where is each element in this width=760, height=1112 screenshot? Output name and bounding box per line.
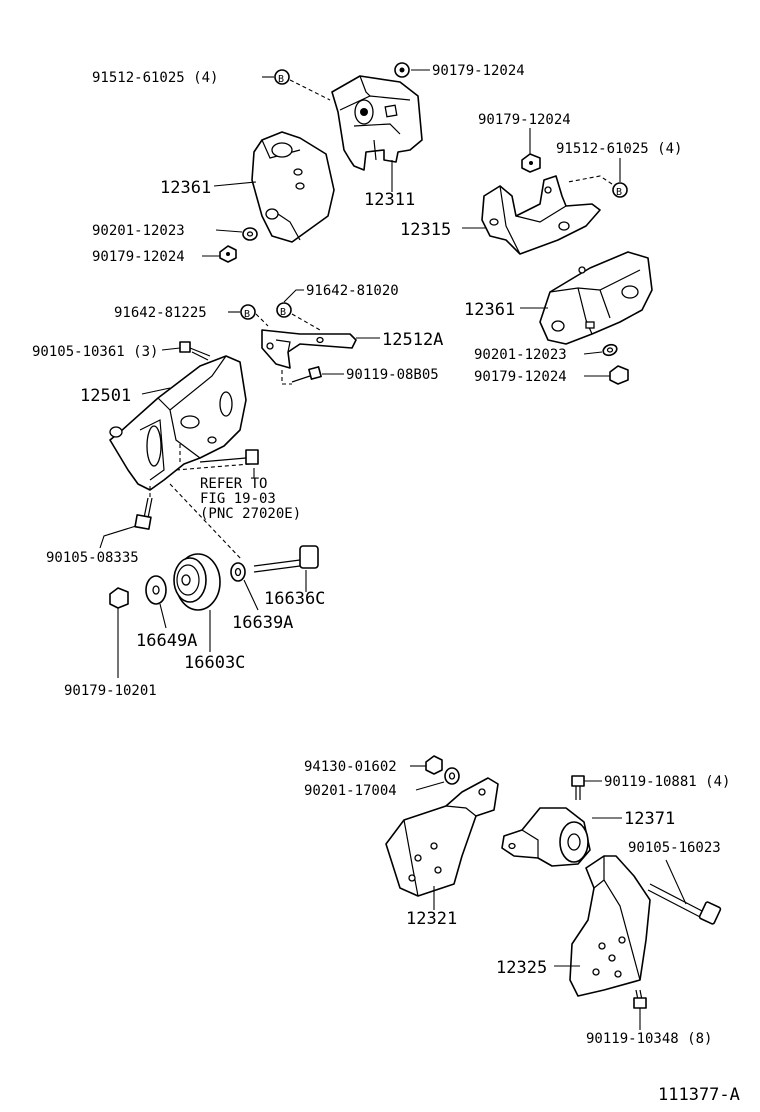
- label-94130-01602: 94130-01602: [304, 759, 397, 775]
- washer-16649a[interactable]: [145, 575, 167, 605]
- label-12371: 12371: [624, 809, 675, 829]
- svg-text:B: B: [280, 307, 286, 318]
- label-91512-61025-a: 91512-61025 (4): [92, 70, 218, 86]
- label-16603c: 16603C: [184, 653, 245, 673]
- insulator-12371[interactable]: [501, 807, 591, 867]
- label-16636c: 16636C: [264, 589, 325, 609]
- label-90179-12024-a: 90179-12024: [432, 63, 525, 79]
- nut-90179-12024-a[interactable]: [394, 62, 410, 78]
- label-12325: 12325: [496, 958, 547, 978]
- collar-16639a[interactable]: [230, 562, 246, 582]
- bolt-90105-08335[interactable]: [134, 497, 153, 530]
- label-16639a: 16639A: [232, 613, 293, 633]
- bolt-90105-16023[interactable]: [647, 883, 722, 925]
- bolt-90119-08b05[interactable]: [291, 366, 322, 383]
- label-90201-12023-a: 90201-12023: [92, 223, 185, 239]
- label-90201-12023-b: 90201-12023: [474, 347, 567, 363]
- svg-text:B: B: [244, 309, 250, 320]
- nut-94130-01602[interactable]: [425, 755, 443, 775]
- callout-marker-b-3: B: [240, 304, 256, 320]
- label-12321: 12321: [406, 909, 457, 929]
- refer-bolt: [199, 449, 259, 465]
- label-91512-61025-b: 91512-61025 (4): [556, 141, 682, 157]
- svg-text:B: B: [278, 74, 284, 85]
- label-90179-12024-d: 90179-12024: [474, 369, 567, 385]
- label-90119-10881: 90119-10881 (4): [604, 774, 730, 790]
- label-90179-12024-b: 90179-12024: [92, 249, 185, 265]
- label-16649a: 16649A: [136, 631, 197, 651]
- pulley-16603c[interactable]: [173, 553, 221, 611]
- label-12501: 12501: [80, 386, 131, 406]
- label-91642-81020: 91642-81020: [306, 283, 399, 299]
- bracket-12315[interactable]: [481, 175, 601, 255]
- label-90105-16023: 90105-16023: [628, 840, 721, 856]
- refer-note-line-2: FIG 19-03: [200, 491, 276, 507]
- insulator-12361-b[interactable]: [539, 251, 653, 345]
- refer-note-line-3: (PNC 27020E): [200, 506, 301, 522]
- svg-text:B: B: [616, 187, 622, 198]
- label-12512a: 12512A: [382, 330, 443, 350]
- label-12361-b: 12361: [464, 300, 515, 320]
- label-90201-17004: 90201-17004: [304, 783, 397, 799]
- label-12361-a: 12361: [160, 178, 211, 198]
- label-90119-08b05: 90119-08B05: [346, 367, 439, 383]
- nut-90179-12024-b[interactable]: [219, 245, 237, 263]
- figure-code: 111377-A: [658, 1085, 740, 1105]
- label-90105-10361: 90105-10361 (3): [32, 344, 158, 360]
- bolt-90119-10881[interactable]: [571, 775, 585, 800]
- washer-90201-12023-b[interactable]: [602, 343, 619, 357]
- engine-mount-12311[interactable]: [331, 75, 423, 171]
- bracket-12325[interactable]: [569, 855, 651, 997]
- bracket-12321[interactable]: [385, 777, 499, 897]
- nut-90179-12024-c[interactable]: [521, 153, 541, 173]
- label-90179-10201: 90179-10201: [64, 683, 157, 699]
- nut-90179-12024-d[interactable]: [609, 365, 629, 385]
- callout-marker-b-2: B: [612, 182, 628, 198]
- label-12315: 12315: [400, 220, 451, 240]
- label-12311: 12311: [364, 190, 415, 210]
- bolt-90119-10348[interactable]: [633, 989, 647, 1009]
- callout-marker-b-4: B: [276, 302, 292, 318]
- label-91642-81225: 91642-81225: [114, 305, 207, 321]
- insulator-12361-a[interactable]: [251, 131, 335, 243]
- label-90105-08335: 90105-08335: [46, 550, 139, 566]
- washer-90201-17004[interactable]: [444, 767, 460, 785]
- bolt-16636c[interactable]: [253, 545, 319, 573]
- bracket-12512a[interactable]: [261, 329, 357, 369]
- label-90119-10348: 90119-10348 (8): [586, 1031, 712, 1047]
- bracket-12501[interactable]: [109, 355, 247, 491]
- callout-marker-b-1: B: [274, 69, 290, 85]
- refer-note-line-1: REFER TO: [200, 476, 267, 492]
- bolt-90105-10361[interactable]: [179, 341, 211, 361]
- washer-90201-12023-a[interactable]: [242, 227, 258, 241]
- label-90179-12024-c: 90179-12024: [478, 112, 571, 128]
- nut-90179-10201[interactable]: [109, 587, 129, 609]
